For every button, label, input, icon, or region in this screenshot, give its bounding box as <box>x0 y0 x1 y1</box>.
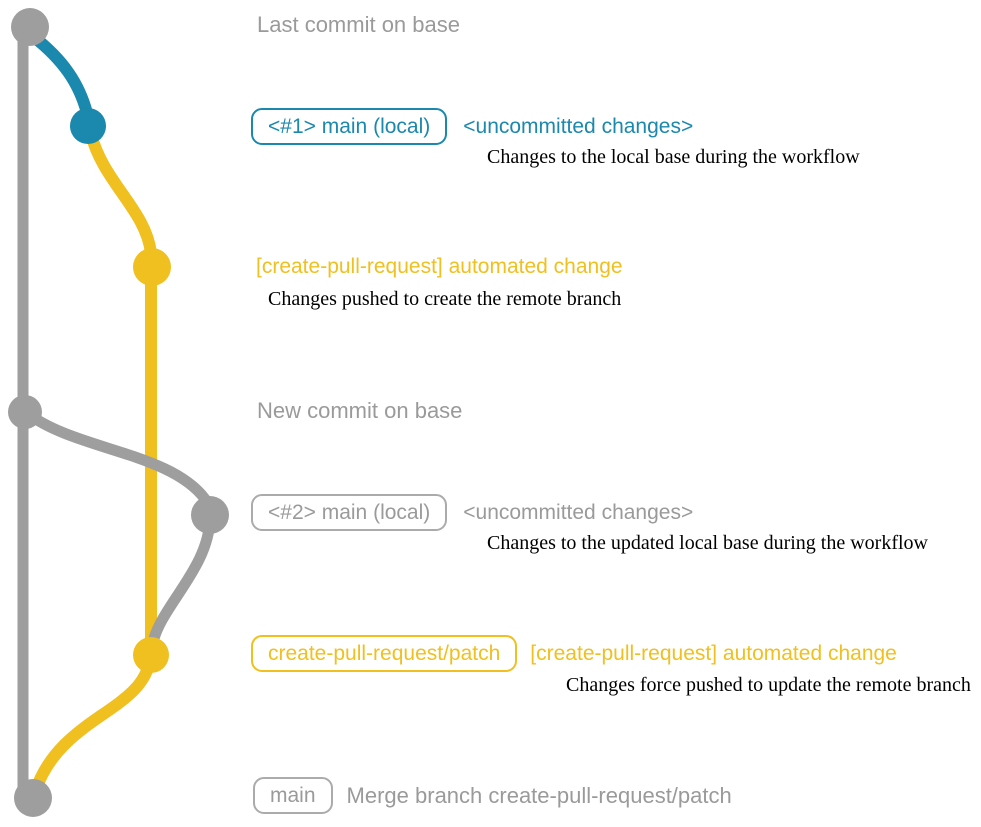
branch-badge-patch: create-pull-request/patch <box>251 635 518 672</box>
merge-commit-message: Merge branch create-pull-request/patch <box>346 782 732 808</box>
new-commit-label: New commit on base <box>257 398 463 423</box>
row-patch-branch: create-pull-request/patch [create-pull-r… <box>251 635 897 672</box>
automated-change-title-2: [create-pull-request] automated change <box>530 641 897 665</box>
automated-change-title-1: [create-pull-request] automated change <box>256 255 623 278</box>
rebase-in-line <box>147 512 216 648</box>
description-pushed-create: Changes pushed to create the remote bran… <box>268 288 622 310</box>
commit-dot-merge <box>14 779 52 817</box>
local-change-line <box>28 31 93 119</box>
description-local-changes-1: Changes to the local base during the wor… <box>487 146 860 168</box>
branch-badge-main: main <box>253 777 333 814</box>
branch-badge-main-local-1: <#1> main (local) <box>251 108 448 145</box>
uncommitted-changes-label-2: <uncommitted changes> <box>463 500 694 524</box>
row-main-local-2: <#2> main (local) <uncommitted changes> <box>251 494 693 531</box>
commit-dot-last-base <box>11 8 49 46</box>
commit-dot-new-base <box>8 395 42 429</box>
merge-line <box>29 653 156 798</box>
branch-badge-main-local-2: <#2> main (local) <box>251 494 448 531</box>
uncommitted-changes-label-1: <uncommitted changes> <box>463 114 694 138</box>
description-local-changes-2: Changes to the updated local base during… <box>487 532 928 554</box>
rebase-out-line <box>21 407 211 505</box>
row-main-local-1: <#1> main (local) <uncommitted changes> <box>251 108 693 145</box>
description-force-pushed: Changes force pushed to update the remot… <box>566 674 971 696</box>
commit-dot-uncommitted-1 <box>70 108 106 144</box>
commit-dot-automated-change-1 <box>133 248 171 286</box>
row-merge: main Merge branch create-pull-request/pa… <box>253 777 732 814</box>
commit-dot-automated-change-2 <box>133 637 169 673</box>
last-commit-label: Last commit on base <box>257 12 460 37</box>
commit-dot-uncommitted-2 <box>191 496 229 534</box>
pr-branch-line <box>85 128 157 661</box>
